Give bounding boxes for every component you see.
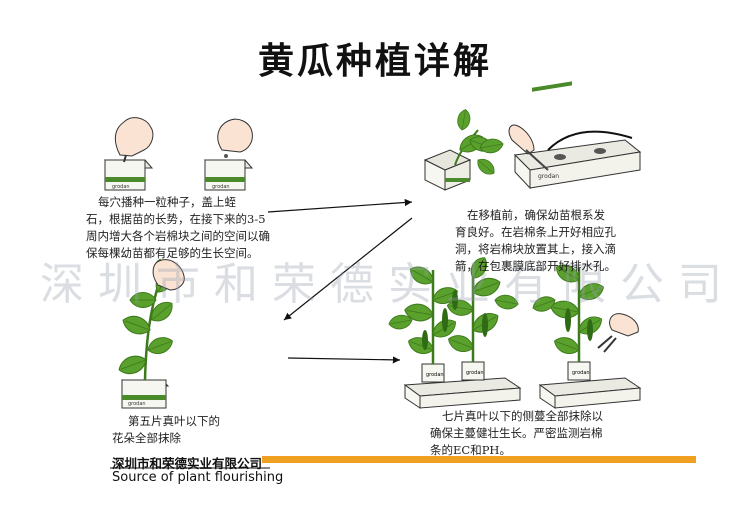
svg-text:grodan: grodan: [466, 370, 484, 376]
arrow-step3-to-step4: [287, 356, 401, 364]
young-plant-illustration: grodan: [115, 258, 185, 409]
caption-step3: 第五片真叶以下的 花朵全部抹除: [112, 413, 262, 447]
hand-with-knife: [508, 124, 549, 171]
rockwool-block-3: grodan: [120, 379, 170, 409]
caption-line: 确保主蔓健壮生长。严密监测岩棉: [430, 426, 603, 440]
caption-line: 条的EC和PH。: [430, 443, 511, 457]
grodan-label: grodan: [112, 184, 130, 190]
svg-text:grodan: grodan: [426, 372, 444, 378]
caption-step1: 每穴播种一粒种子，盖上蛭 石，根据苗的长势，在接下来的3-5 周内增大各个岩棉块…: [86, 194, 296, 262]
caption-line: 花朵全部抹除: [112, 431, 181, 445]
divider-line: [110, 467, 270, 469]
caption-step4: 七片真叶以下的侧蔓全部抹除以 确保主蔓健壮生长。严密监测岩棉 条的EC和PH。: [430, 408, 645, 459]
accent-bar: [262, 456, 696, 463]
seedling-plant: [454, 108, 505, 179]
caption-line: 箭，在包裹膜底部开好排水孔。: [455, 259, 616, 273]
svg-text:grodan: grodan: [128, 401, 146, 407]
svg-text:grodan: grodan: [572, 370, 590, 376]
foliage-left: [387, 253, 520, 364]
caption-line: 育良好。在岩棉条上开好相应孔: [455, 225, 616, 239]
company-name: 深圳市和荣德实业有限公司: [112, 456, 263, 471]
source-line: Source of plant flourishing: [112, 470, 284, 485]
rockwool-slab: grodan: [513, 81, 642, 190]
caption-step2: 在移植前，确保幼苗根系发 育良好。在岩棉条上开好相应孔 洞，将岩棉块放置其上，接…: [455, 207, 645, 275]
hand-3: [152, 259, 185, 291]
hand-with-scissors: [597, 313, 639, 353]
mature-plants-illustration: grodan grodan: [387, 253, 642, 409]
caption-line: 石，根据苗的长势，在接下来的3-5: [86, 212, 266, 226]
rockwool-block-2: grodan: [203, 159, 254, 191]
transplant-illustration: grodan: [423, 81, 642, 191]
arrow-step1-to-step2: [267, 198, 413, 213]
svg-text:grodan: grodan: [212, 184, 230, 190]
caption-line: 第五片真叶以下的: [128, 414, 220, 428]
slab-right: grodan: [538, 361, 642, 409]
rockwool-block-1: grodan: [103, 159, 154, 191]
seeding-illustration: grodan grodan: [103, 117, 254, 191]
svg-text:grodan: grodan: [538, 173, 559, 180]
rockwool-cube-seedling: [423, 149, 472, 191]
caption-line: 保每棵幼苗都有足够的生长空间。: [86, 246, 259, 260]
hand-1: [114, 117, 154, 163]
watermark: 深圳市和荣德实业有限公司: [40, 259, 736, 310]
caption-line: 周内增大各个岩棉块之间的空间以确: [86, 229, 270, 243]
caption-line: 七片真叶以下的侧蔓全部抹除以: [442, 409, 603, 423]
page-title: 黄瓜种植详解: [257, 41, 492, 82]
foliage-right: [530, 260, 607, 362]
caption-line: 在移植前，确保幼苗根系发: [467, 208, 605, 222]
slab-left: grodan grodan: [403, 361, 522, 409]
hand-2: [217, 118, 253, 158]
caption-line: 洞，将岩棉块放置其上，接入滴: [455, 242, 616, 256]
caption-line: 每穴播种一粒种子，盖上蛭: [98, 195, 236, 209]
arrow-step2-to-step3: [283, 217, 413, 321]
